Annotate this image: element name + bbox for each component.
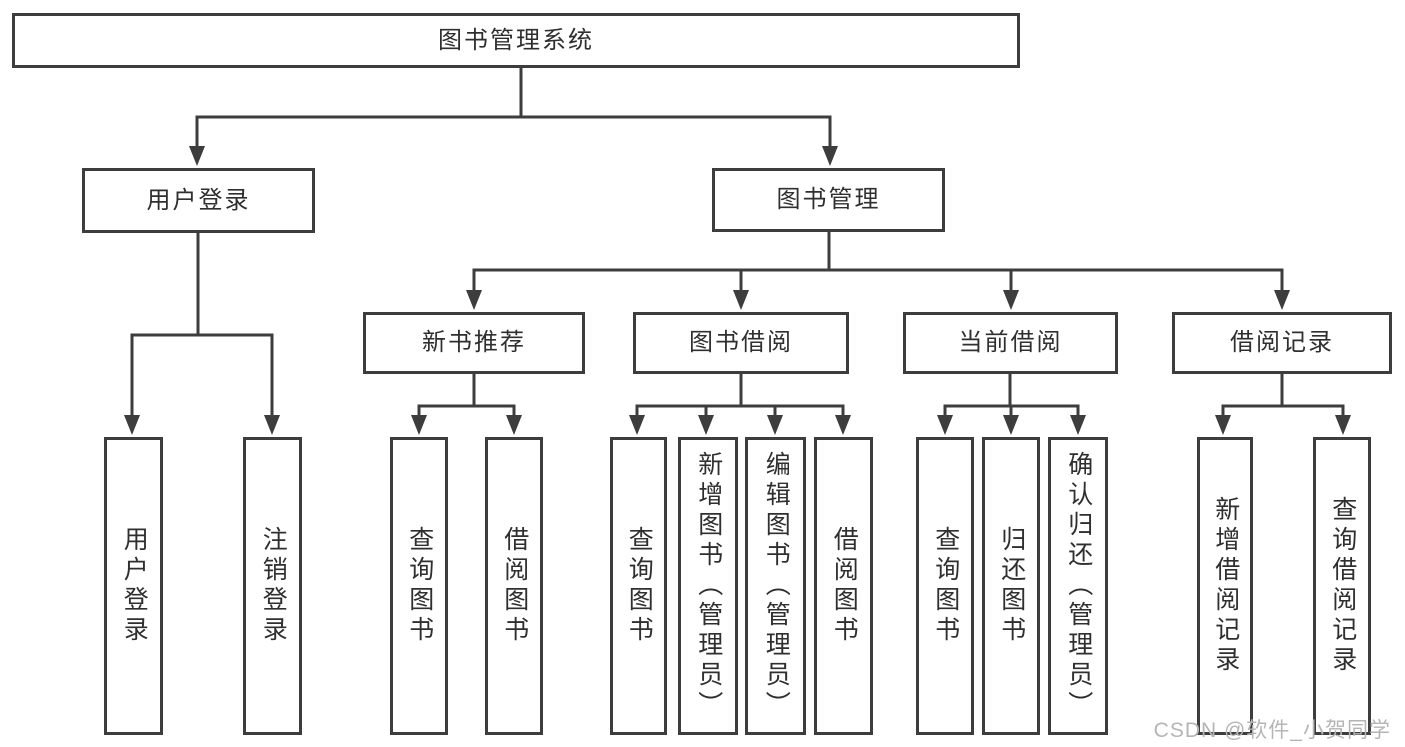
arrowhead-c1: [937, 415, 953, 435]
arrowhead-u1: [124, 415, 140, 435]
arrowhead-b1: [629, 415, 645, 435]
arrowhead-mgmt: [822, 146, 838, 166]
arrowhead-b4: [835, 415, 851, 435]
arrowheads: [124, 146, 1351, 435]
arrowhead-cb: [1003, 290, 1019, 310]
leaf-nbr-borrow-books: 借阅图书: [485, 437, 543, 735]
leaf-bb-query-books: 查询图书: [610, 437, 667, 735]
arrowhead-user: [189, 146, 205, 166]
arrowhead-r2: [1335, 415, 1351, 435]
node-library-management-system: 图书管理系统: [12, 13, 1020, 68]
arrowhead-b3: [767, 415, 783, 435]
arrowhead-c3: [1070, 415, 1086, 435]
arrowhead-n2: [506, 415, 522, 435]
leaf-cb-query-books: 查询图书: [916, 437, 974, 735]
arrowhead-nbr: [466, 290, 482, 310]
node-user-login: 用户登录: [82, 168, 315, 233]
leaf-br-query-borrow-record: 查询借阅记录: [1313, 437, 1371, 735]
leaf-user-login: 用户登录: [104, 437, 163, 735]
node-book-borrowing: 图书借阅: [633, 312, 849, 374]
node-current-borrowing: 当前借阅: [903, 312, 1118, 374]
arrowhead-br: [1274, 290, 1290, 310]
arrowhead-b2: [698, 415, 714, 435]
leaf-cb-return-books: 归还图书: [982, 437, 1040, 735]
leaf-logout: 注销登录: [243, 437, 302, 735]
node-book-management: 图书管理: [712, 168, 945, 232]
node-borrowing-records: 借阅记录: [1172, 312, 1392, 374]
arrowhead-bb: [733, 290, 749, 310]
leaf-nbr-query-books: 查询图书: [390, 437, 448, 735]
leaf-br-add-borrow-record: 新增借阅记录: [1197, 437, 1253, 735]
arrowhead-u2: [264, 415, 280, 435]
leaf-cb-confirm-return-admin: 确认归还（管理员）: [1048, 437, 1108, 735]
node-new-book-recommend: 新书推荐: [363, 312, 585, 374]
arrowhead-c2: [1003, 415, 1019, 435]
csdn-watermark: CSDN @软件_小贺同学: [1153, 719, 1391, 742]
arrowhead-r1: [1215, 415, 1231, 435]
leaf-bb-borrow-books: 借阅图书: [814, 437, 873, 735]
leaf-bb-edit-books-admin: 编辑图书（管理员）: [745, 437, 806, 735]
leaf-bb-add-books-admin: 新增图书（管理员）: [678, 437, 738, 735]
arrowhead-n1: [411, 415, 427, 435]
